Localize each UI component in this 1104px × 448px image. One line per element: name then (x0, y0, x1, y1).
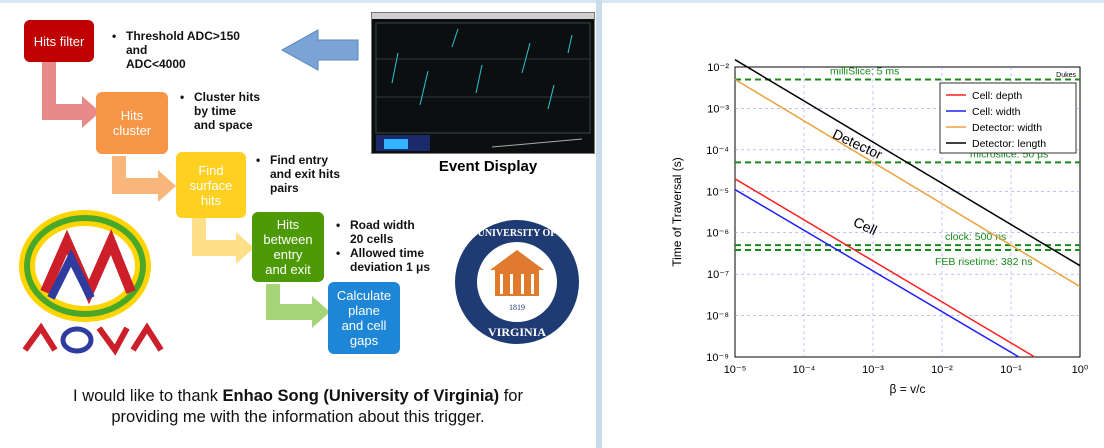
uva-top-text: UNIVERSITY OF (478, 228, 557, 239)
reference-label: milliSlice: 5 ms (830, 65, 899, 77)
series-line (734, 59, 1081, 267)
legend-label: Cell: width (972, 106, 1021, 118)
legend-label: Detector: width (972, 122, 1042, 134)
x-tick-label: 10⁻⁵ (724, 364, 747, 376)
y-tick-label: 10⁻⁶ (706, 228, 729, 240)
event-display-label: Event Display (438, 158, 538, 175)
between-note-1: Road width 20 cells (336, 218, 496, 246)
nova-logo-graphic (19, 210, 164, 356)
uva-bottom-text: VIRGINIA (488, 325, 546, 339)
elbow-arrow-3 (192, 214, 254, 264)
uva-seal-graphic: 1819 UNIVERSITY OF VIRGINIA (455, 220, 579, 344)
x-tick-label: 10⁻² (931, 364, 953, 376)
uva-seal: 1819 UNIVERSITY OF VIRGINIA (450, 212, 585, 352)
event-display-screenshot (371, 12, 595, 154)
hits-filter-box: Hits filter (24, 20, 94, 62)
find-surface-hits-box: Find surface hits (176, 152, 246, 218)
thanks-name: Enhao Song (University of Virginia) (222, 387, 500, 405)
y-tick-label: 10⁻⁸ (706, 311, 729, 323)
acknowledgement: I would like to thank Enhao Song (Univer… (0, 386, 596, 428)
cluster-note: Cluster hits by time and space (180, 90, 320, 132)
y-axis-label: Time of Traversal (s) (670, 157, 684, 267)
plot-svg: 10⁻⁵ 10⁻⁴ 10⁻³ 10⁻² 10⁻¹ 10⁰ 10⁻⁹ 10⁻⁸ 10⁻⁷ 10⁻⁶ 1… (670, 59, 1089, 396)
surface-note: Find entry and exit hits pairs (256, 153, 406, 195)
series-line (734, 78, 1081, 288)
legend-label: Cell: depth (972, 90, 1022, 102)
top-border (0, 0, 1104, 3)
corner-label: Dukes (1056, 72, 1076, 79)
filter-note: Threshold ADC>150 and ADC<4000 (112, 29, 282, 71)
y-tick-label: 10⁻⁷ (707, 269, 729, 281)
y-tick-label: 10⁻⁴ (706, 145, 729, 157)
nova-logo (15, 200, 165, 365)
y-tick-label: 10⁻² (707, 62, 729, 74)
series-line (734, 178, 1036, 358)
between-note-2: Allowed time deviation 1 μs (336, 246, 496, 274)
y-tick-label: 10⁻⁵ (706, 186, 729, 198)
x-tick-label: 10⁰ (1072, 364, 1089, 376)
series-line (734, 188, 1020, 358)
y-tick-label: 10⁻⁹ (706, 352, 729, 364)
reference-label: clock: 500 ns (945, 231, 1006, 243)
hits-cluster-box: Hits cluster (96, 92, 168, 154)
input-arrow (280, 29, 359, 71)
surface-notes: Find entry and exit hits pairs (256, 153, 406, 195)
thanks-prefix: I would like to thank (73, 387, 223, 405)
calculate-gaps-box: Calculate plane and cell gaps (328, 282, 400, 354)
flow-arrows (42, 29, 359, 328)
elbow-arrow-4 (266, 284, 330, 328)
x-tick-label: 10⁻³ (862, 364, 884, 376)
elbow-arrow-1 (42, 62, 100, 128)
cluster-notes: Cluster hits by time and space (180, 90, 320, 132)
x-tick-label: 10⁻⁴ (793, 364, 816, 376)
between-notes: Road width 20 cells Allowed time deviati… (336, 218, 496, 274)
thanks-suffix: for providing me with the information ab… (111, 387, 523, 426)
panel-divider (596, 0, 602, 448)
hits-between-box: Hits between entry and exit (252, 212, 324, 282)
x-axis-label: β = v/c (890, 382, 926, 396)
reference-label: FEB risetime: 382 ns (935, 256, 1032, 268)
x-tick-label: 10⁻¹ (1000, 364, 1022, 376)
legend-label: Detector: length (972, 138, 1046, 150)
uva-year: 1819 (509, 303, 525, 312)
event-display-tracks (372, 13, 594, 151)
traversal-time-plot: 10⁻⁵ 10⁻⁴ 10⁻³ 10⁻² 10⁻¹ 10⁰ 10⁻⁹ 10⁻⁸ 10⁻⁷ 10⁻⁶ 1… (655, 55, 1104, 435)
elbow-arrow-2 (112, 156, 176, 202)
filter-notes: Threshold ADC>150 and ADC<4000 (112, 29, 282, 71)
y-tick-label: 10⁻³ (707, 103, 729, 115)
